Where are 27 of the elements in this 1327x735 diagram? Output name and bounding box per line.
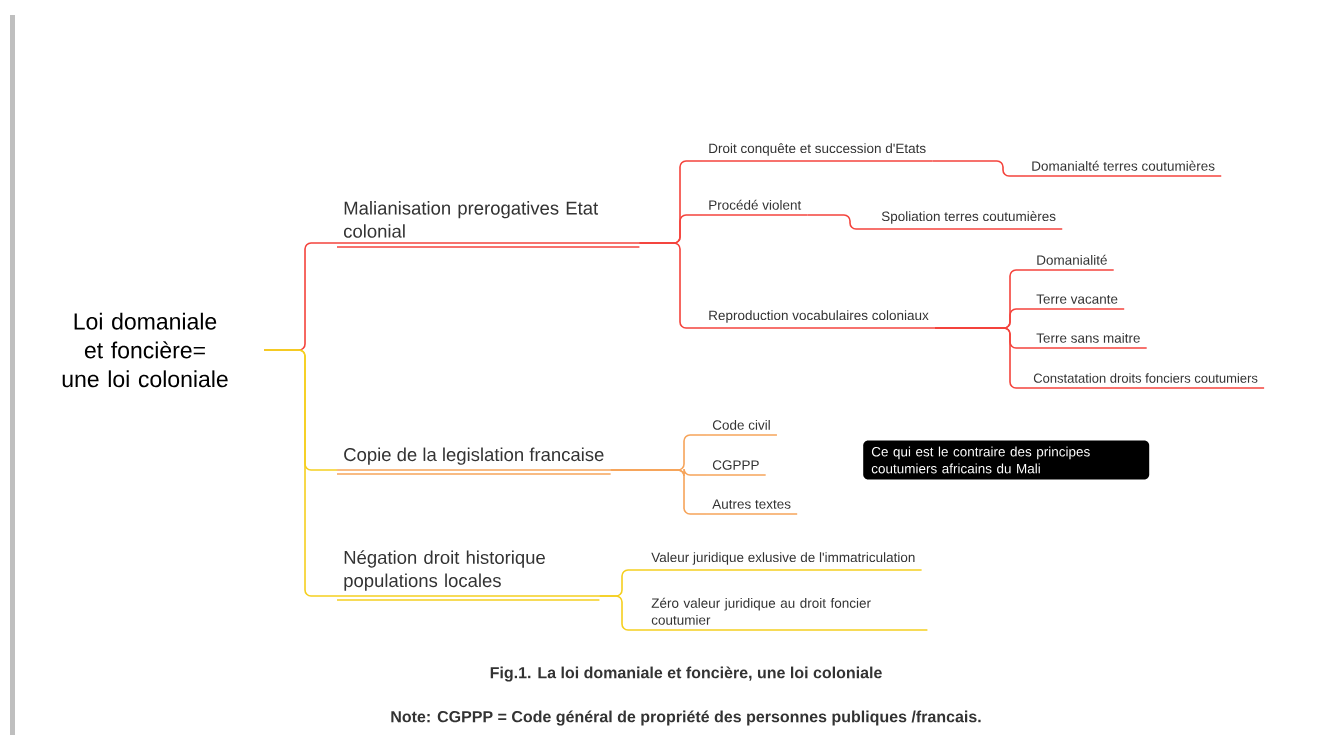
central-topic: Loi domaniale et foncière= une loi coloniale bbox=[62, 312, 228, 388]
brace-connector bbox=[263, 349, 338, 597]
note: Note: CGPPP = Code général de propriété des personnes publiques /francais. bbox=[391, 710, 981, 726]
subtopic-text: Valeur juridique exlusive de l'immatriculation bbox=[644, 552, 923, 571]
subtopic-text: Domanialité bbox=[1029, 254, 1115, 271]
subtopic-text: Zéro valeur juridique au droit foncier coutumier bbox=[644, 597, 929, 631]
subtopic-text: Droit conquête et succession d'Etats bbox=[701, 143, 934, 162]
subtopic-text: Domanialté terres coutumières bbox=[1024, 160, 1223, 177]
brace-connector bbox=[609, 469, 707, 515]
subtopic-text: Terre sans maitre bbox=[1029, 332, 1148, 349]
topic-text: Négation droit historique populations locales bbox=[336, 550, 601, 601]
caption: Fig.1. La loi domaniale et foncière, une loi coloniale bbox=[490, 666, 882, 682]
brace-connector bbox=[598, 595, 646, 631]
subtopic-text: Terre vacante bbox=[1029, 294, 1125, 310]
topic-text: Malianisation prerogatives Etat colonial bbox=[336, 201, 641, 248]
brace-connector bbox=[638, 242, 703, 329]
subtopic-text: Constatation droits fonciers coutumiers bbox=[1026, 373, 1265, 389]
subtopic-text: Autres textes bbox=[705, 499, 798, 515]
brace-connector bbox=[806, 214, 876, 230]
subtopic-text: Procédé violent bbox=[701, 199, 809, 216]
subtopic-text: Code civil bbox=[705, 419, 778, 436]
subtopic-text: Reproduction vocabulaires coloniaux bbox=[701, 310, 936, 329]
note-box: Ce qui est le contraire des principes coutumiers africains du Mali bbox=[863, 440, 1150, 480]
subtopic-text: Spoliation terres coutumières bbox=[874, 211, 1064, 230]
topic-text: Copie de la legislation francaise bbox=[336, 447, 612, 475]
brace-connector bbox=[931, 160, 1026, 177]
subtopic-text: CGPPP bbox=[705, 460, 767, 476]
